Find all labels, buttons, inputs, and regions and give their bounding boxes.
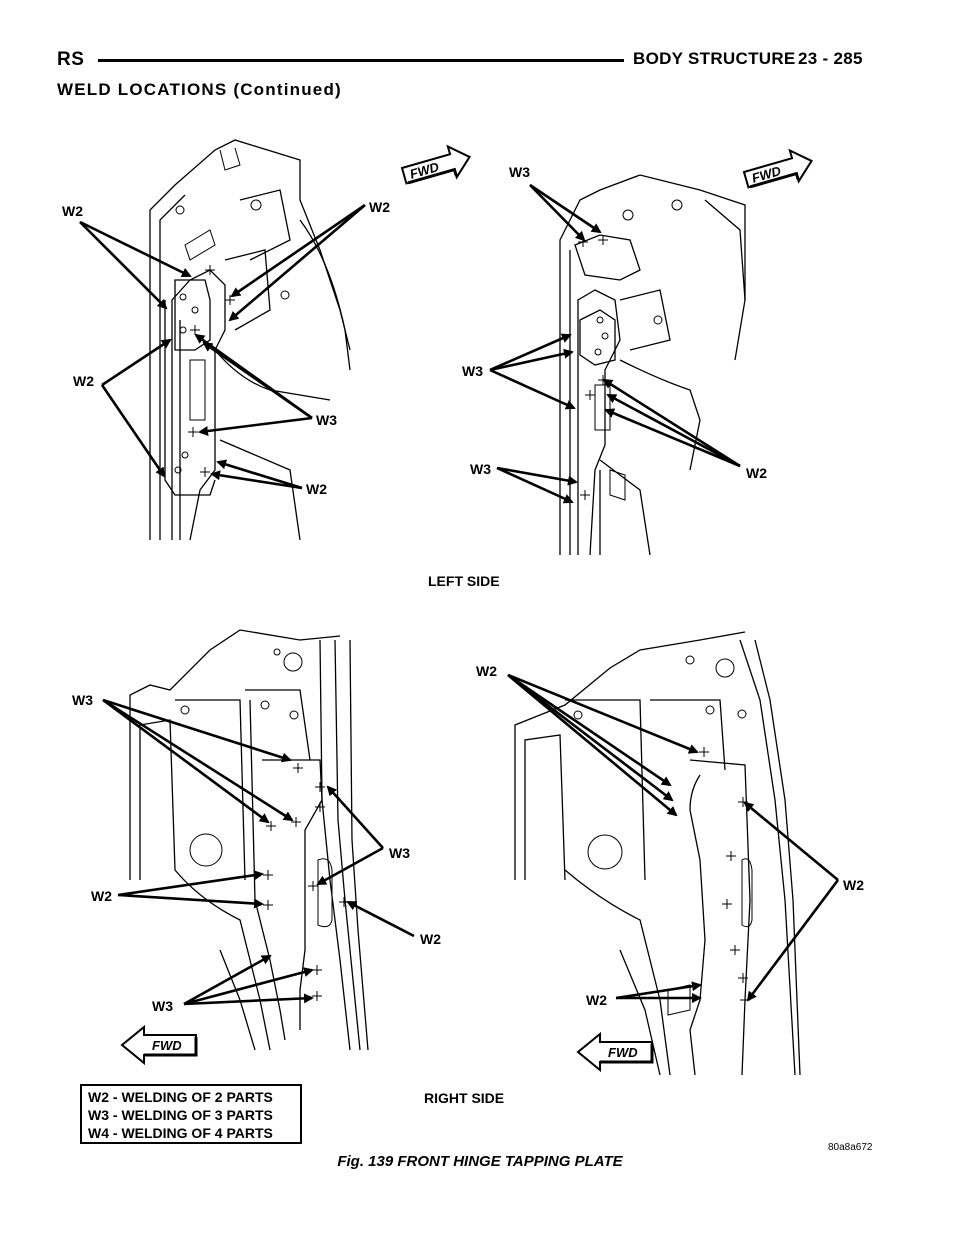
right-side-view-b-callout-arrows (507, 673, 840, 1003)
callout-w2: W2 (420, 931, 441, 947)
left-side-view-a-callout-arrows (79, 203, 366, 490)
callout-w3: W3 (509, 164, 530, 180)
header-rule (98, 59, 624, 62)
right-side-view-b (514, 631, 801, 1076)
callout-w2: W2 (62, 203, 83, 219)
callout-w3: W3 (462, 363, 483, 379)
fwd-arrow-icon: FWD (400, 144, 472, 185)
callout-w3: W3 (316, 412, 337, 428)
legend-item-w3: W3 - WELDING OF 3 PARTS (88, 1107, 273, 1123)
left-side-view-a (149, 139, 351, 541)
callout-w2: W2 (91, 888, 112, 904)
callout-w3: W3 (470, 461, 491, 477)
callout-w2: W2 (306, 481, 327, 497)
section-subheading: WELD LOCATIONS (Continued) (57, 80, 342, 99)
fwd-label: FWD (608, 1045, 638, 1060)
fwd-arrow-icon: FWD (576, 1031, 654, 1073)
callout-w3: W3 (152, 998, 173, 1014)
header-page-number: 23 - 285 (798, 49, 863, 68)
left-side-view-b (559, 174, 746, 556)
fwd-label: FWD (152, 1038, 182, 1053)
right-side-label: RIGHT SIDE (424, 1090, 504, 1106)
right-side-view-a (129, 629, 369, 1051)
callout-w2: W2 (369, 199, 390, 215)
callout-w2: W2 (73, 373, 94, 389)
figure-id: 80a8a672 (828, 1142, 873, 1153)
left-side-view-b-callout-arrows (489, 183, 741, 504)
callout-w2: W2 (476, 663, 497, 679)
fwd-arrow-icon: FWD (120, 1024, 198, 1066)
weld-legend-box: W2 - WELDING OF 2 PARTS W3 - WELDING OF … (80, 1084, 302, 1144)
legend-item-w4: W4 - WELDING OF 4 PARTS (88, 1125, 273, 1141)
callout-w2: W2 (586, 992, 607, 1008)
header-manual-code: RS (57, 49, 85, 70)
callout-w3: W3 (389, 845, 410, 861)
legend-item-w2: W2 - WELDING OF 2 PARTS (88, 1089, 273, 1105)
callout-w2: W2 (843, 877, 864, 893)
right-side-view-a-callout-arrows (102, 698, 415, 1006)
header-section-title: BODY STRUCTURE (633, 49, 796, 68)
callout-w2: W2 (746, 465, 767, 481)
figure-caption: Fig. 139 FRONT HINGE TAPPING PLATE (337, 1153, 623, 1170)
fwd-arrow-icon: FWD (742, 148, 814, 189)
left-side-label: LEFT SIDE (428, 573, 500, 589)
callout-w3: W3 (72, 692, 93, 708)
